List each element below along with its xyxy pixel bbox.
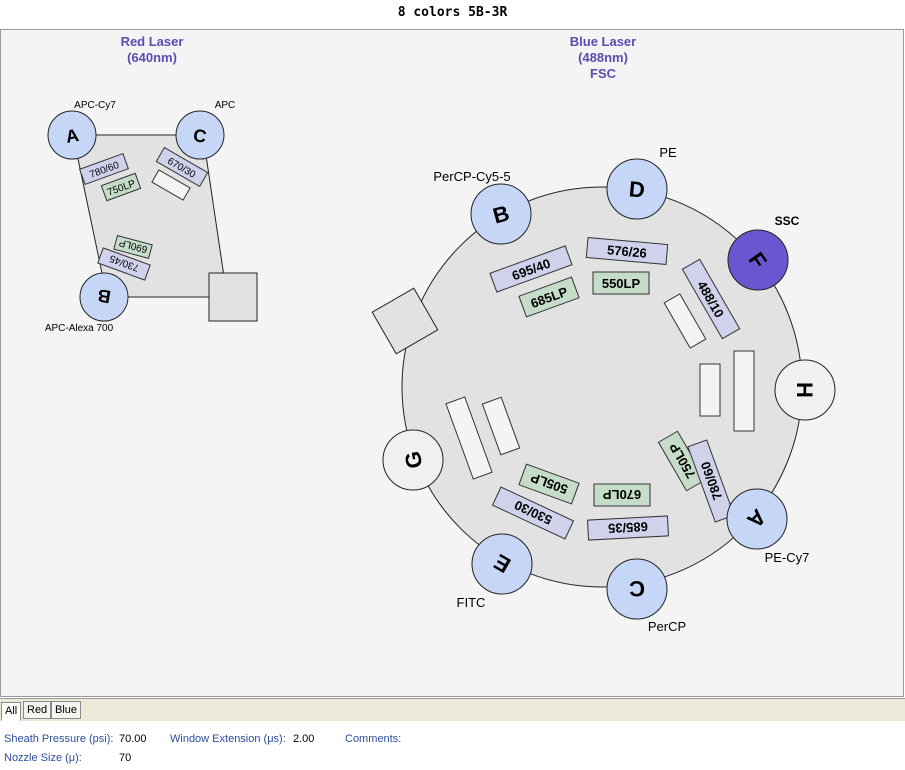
blue-detector-d-label: PE	[659, 145, 677, 160]
comments-label: Comments:	[345, 733, 402, 745]
laser-tab-strip: All Red Blue	[0, 698, 905, 721]
sheath-pressure-value: 70.00	[119, 733, 147, 745]
tab-blue[interactable]: Blue	[51, 701, 82, 719]
red-detector-a-label: APC-Cy7	[74, 100, 116, 111]
blue-filter-550lp[interactable]: 550LP	[592, 271, 650, 295]
blue-detector-b-label: PerCP-Cy5-5	[433, 169, 510, 184]
blue-detector-c-label: PerCP	[648, 619, 686, 634]
svg-text:550LP: 550LP	[602, 276, 641, 291]
blue-empty-slot-3[interactable]	[699, 363, 721, 417]
blue-detector-c[interactable]: C	[606, 558, 668, 620]
svg-text:G: G	[400, 449, 428, 470]
tab-red[interactable]: Red	[23, 701, 52, 719]
svg-text:C: C	[192, 125, 208, 147]
svg-text:C: C	[629, 576, 645, 601]
blue-detector-d[interactable]: D	[606, 158, 668, 220]
blue-empty-slot-2[interactable]	[733, 350, 755, 432]
svg-text:576/26: 576/26	[606, 242, 647, 260]
blue-detector-g[interactable]: G	[382, 429, 444, 491]
blue-detector-a[interactable]: A	[726, 488, 788, 550]
window-extension-value: 2.00	[293, 733, 315, 745]
blue-filter-670lp[interactable]: 670LP	[593, 483, 651, 507]
red-laser-trigon: Red Laser (640nm) 780/60 750LP 670/30 69…	[45, 34, 258, 334]
blue-detector-f[interactable]: F	[727, 229, 789, 291]
blue-laser-fsc-label: FSC	[590, 66, 617, 81]
red-detector-c-label: APC	[215, 100, 236, 111]
blue-detector-h[interactable]: H	[774, 359, 836, 421]
blue-empty-slot-4[interactable]	[445, 396, 493, 480]
red-laser-title: Red Laser	[121, 34, 184, 49]
red-detector-b[interactable]: B	[79, 272, 129, 322]
red-empty-slot[interactable]	[151, 169, 191, 201]
detector-layout-diagram: Red Laser (640nm) 780/60 750LP 670/30 69…	[45, 34, 836, 634]
blue-empty-slot-1[interactable]	[663, 293, 707, 349]
blue-detector-e[interactable]: E	[471, 533, 533, 595]
svg-text:685/35: 685/35	[608, 519, 648, 536]
blue-laser-title: Blue Laser	[570, 34, 636, 49]
blue-filter-488-10[interactable]: 488/10	[681, 258, 741, 340]
red-trigon-body	[72, 134, 228, 298]
svg-text:670LP: 670LP	[603, 487, 642, 502]
blue-empty-slot-5[interactable]	[481, 396, 521, 456]
window-title: 8 colors 5B-3R	[397, 5, 508, 20]
blue-detector-b[interactable]: B	[470, 183, 532, 245]
red-detector-a[interactable]: A	[47, 110, 97, 160]
blue-filter-685-35[interactable]: 685/35	[587, 515, 669, 541]
svg-text:H: H	[792, 382, 817, 398]
red-detector-b-label: APC-Alexa 700	[45, 323, 114, 334]
nozzle-size-value: 70	[119, 752, 132, 764]
window-extension-label: Window Extension (μs):	[170, 733, 286, 745]
blue-filter-576-26[interactable]: 576/26	[585, 237, 669, 265]
sort-properties-panel: Sheath Pressure (psi): 70.00 Window Exte…	[0, 721, 905, 770]
red-laser-port	[208, 272, 258, 322]
blue-detector-f-label: SSC	[775, 214, 800, 228]
svg-text:B: B	[490, 200, 512, 228]
blue-laser-wavelength: (488nm)	[578, 50, 628, 65]
blue-detector-a-label: PE-Cy7	[765, 550, 810, 565]
sheath-pressure-label: Sheath Pressure (psi):	[4, 733, 114, 745]
blue-laser-port	[371, 287, 439, 355]
tab-all[interactable]: All	[1, 702, 22, 721]
svg-text:D: D	[628, 176, 646, 202]
svg-text:B: B	[96, 285, 112, 307]
blue-laser-octagon: Blue Laser (488nm) FSC 576/26 550LP 695/…	[371, 34, 836, 634]
octagon-canvas: Red Laser (640nm) 780/60 750LP 670/30 69…	[0, 29, 904, 697]
nozzle-size-label: Nozzle Size (μ):	[4, 752, 82, 764]
red-laser-wavelength: (640nm)	[127, 50, 177, 65]
red-detector-c[interactable]: C	[175, 110, 225, 160]
svg-text:A: A	[64, 125, 80, 147]
blue-detector-e-label: FITC	[457, 595, 486, 610]
